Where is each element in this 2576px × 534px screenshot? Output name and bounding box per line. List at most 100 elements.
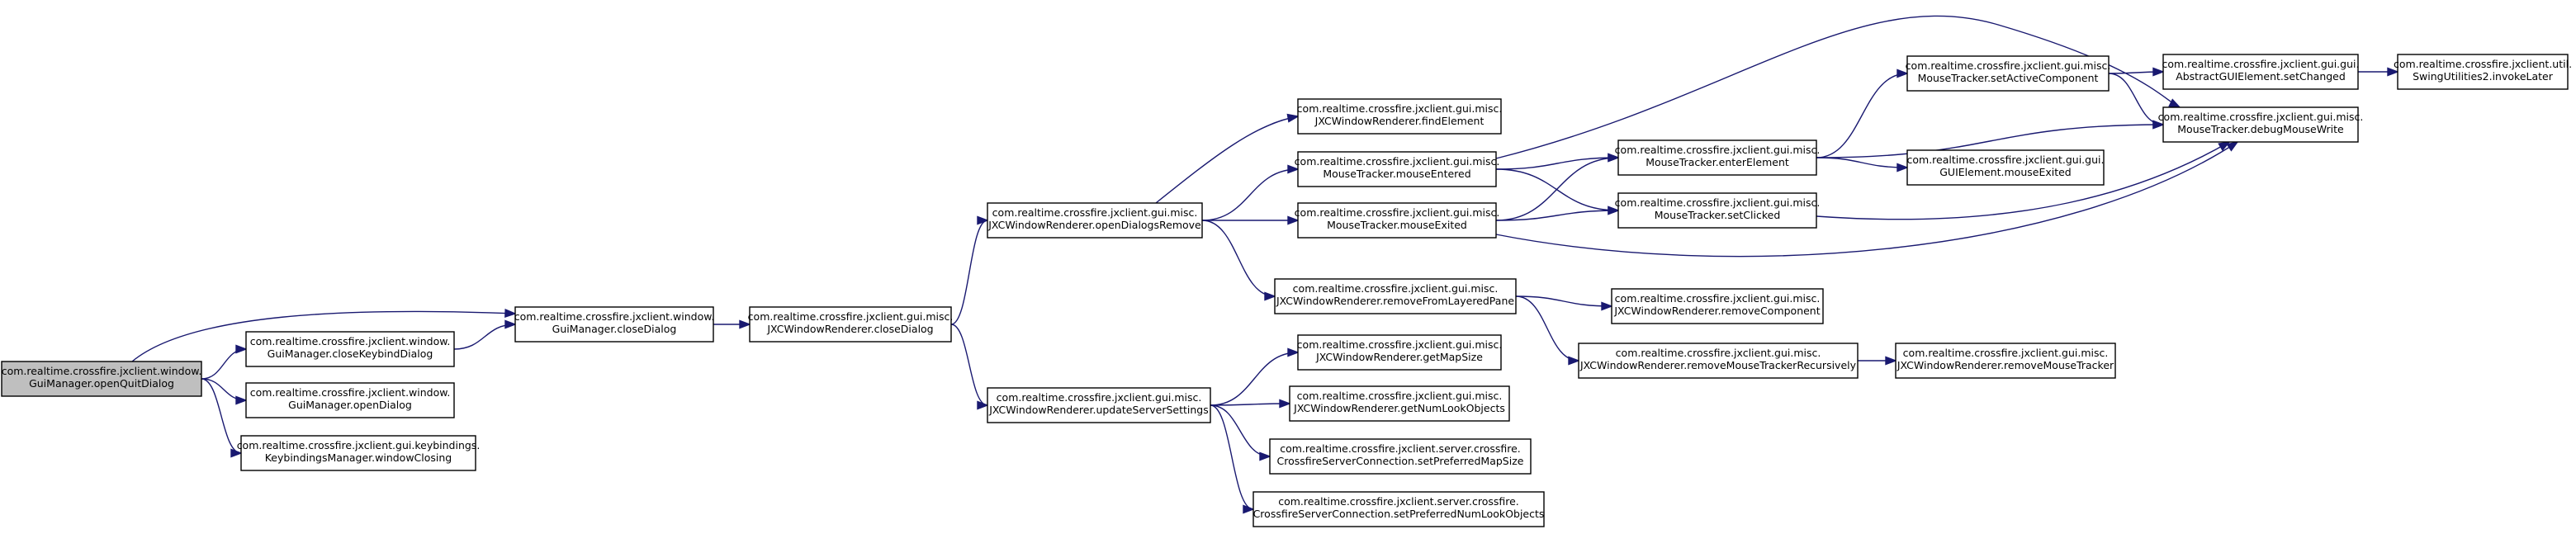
node-method-label: JXCWindowRenderer.getNumLookObjects xyxy=(1293,402,1505,414)
node-method-label: GuiManager.closeDialog xyxy=(552,323,677,335)
node-method-label: SwingUtilities2.invokeLater xyxy=(2413,70,2554,83)
node-setActiveComponent[interactable]: com.realtime.crossfire.jxclient.gui.misc… xyxy=(1906,55,2111,92)
edge-line xyxy=(1495,15,2181,159)
node-package-label: com.realtime.crossfire.jxclient.gui.misc… xyxy=(1616,347,1821,359)
edge-line xyxy=(1515,295,1612,307)
node-box xyxy=(2162,54,2359,90)
node-jxcCloseDialog[interactable]: com.realtime.crossfire.jxclient.gui.misc… xyxy=(748,306,954,343)
node-guiCloseDialog[interactable]: com.realtime.crossfire.jxclient.window.G… xyxy=(514,306,715,343)
edge-line xyxy=(201,348,247,380)
node-setClicked[interactable]: com.realtime.crossfire.jxclient.gui.misc… xyxy=(1615,192,1821,229)
edge-arrowhead xyxy=(1279,399,1291,409)
node-invokeLater[interactable]: com.realtime.crossfire.jxclient.util.Swi… xyxy=(2394,54,2572,90)
node-package-label: com.realtime.crossfire.jxclient.server.c… xyxy=(1280,442,1521,455)
edge-arrowhead xyxy=(2218,140,2231,152)
node-mouseExited[interactable]: com.realtime.crossfire.jxclient.gui.misc… xyxy=(1295,202,1500,239)
edge-mouseExited-to-setClicked xyxy=(1495,206,1620,221)
node-package-label: com.realtime.crossfire.jxclient.gui.misc… xyxy=(1297,102,1503,115)
node-box xyxy=(245,382,455,418)
edge-arrowhead xyxy=(2226,140,2239,152)
edge-line xyxy=(1495,210,1619,221)
call-graph-nodes: com.realtime.crossfire.jxclient.window.G… xyxy=(1,54,2572,527)
node-box xyxy=(1297,98,1502,135)
node-enterElement[interactable]: com.realtime.crossfire.jxclient.gui.misc… xyxy=(1615,139,1821,176)
node-box xyxy=(2162,106,2359,143)
node-openQuitDialog[interactable]: com.realtime.crossfire.jxclient.window.G… xyxy=(1,361,202,397)
node-box xyxy=(1274,278,1517,314)
edge-setClicked-to-debugMouseWrite xyxy=(1816,140,2231,220)
node-setChanged[interactable]: com.realtime.crossfire.jxclient.gui.gui.… xyxy=(2162,54,2360,90)
node-getMapSize[interactable]: com.realtime.crossfire.jxclient.gui.misc… xyxy=(1297,334,1503,371)
node-package-label: com.realtime.crossfire.jxclient.gui.misc… xyxy=(1295,206,1500,219)
node-package-label: com.realtime.crossfire.jxclient.gui.misc… xyxy=(1297,390,1503,402)
node-box xyxy=(1906,149,2105,186)
node-box xyxy=(1297,151,1497,187)
node-package-label: com.realtime.crossfire.jxclient.window. xyxy=(2,365,202,377)
edge-arrowhead xyxy=(504,319,517,329)
node-box xyxy=(1617,139,1817,176)
node-method-label: CrossfireServerConnection.setPreferredNu… xyxy=(1253,508,1545,520)
node-method-label: GuiManager.openQuitDialog xyxy=(29,377,174,390)
node-findElement[interactable]: com.realtime.crossfire.jxclient.gui.misc… xyxy=(1297,98,1503,135)
node-box xyxy=(2397,54,2569,90)
node-closeKeybindDialog[interactable]: com.realtime.crossfire.jxclient.window.G… xyxy=(245,331,455,367)
node-box xyxy=(1289,385,1510,422)
edge-setActiveComponent-to-debugMouseWrite xyxy=(2108,73,2165,130)
node-setPreferredNumLookObjects[interactable]: com.realtime.crossfire.jxclient.server.c… xyxy=(1252,491,1545,527)
node-package-label: com.realtime.crossfire.jxclient.gui.misc… xyxy=(1903,347,2109,359)
node-box xyxy=(245,331,455,367)
edge-updateServerSettings-to-getNumLookObjects xyxy=(1210,399,1291,409)
node-package-label: com.realtime.crossfire.jxclient.gui.misc… xyxy=(2158,111,2364,123)
edge-guiCloseDialog-to-jxcCloseDialog xyxy=(713,319,751,329)
edge-arrowhead xyxy=(230,448,243,458)
edge-line xyxy=(1495,157,1619,170)
edge-jxcCloseDialog-to-updateServerSettings xyxy=(950,324,989,410)
edge-enterElement-to-setActiveComponent xyxy=(1816,69,1909,158)
node-method-label: JXCWindowRenderer.updateServerSettings xyxy=(988,404,1209,416)
node-updateServerSettings[interactable]: com.realtime.crossfire.jxclient.gui.misc… xyxy=(987,387,1211,423)
edge-line xyxy=(1495,157,1619,221)
node-removeMouseTrackerRecursively[interactable]: com.realtime.crossfire.jxclient.gui.misc… xyxy=(1578,343,1859,379)
node-mouseExitedGui[interactable]: com.realtime.crossfire.jxclient.gui.gui.… xyxy=(1906,149,2105,186)
node-method-label: GUIElement.mouseExited xyxy=(1939,166,2072,178)
node-package-label: com.realtime.crossfire.jxclient.gui.misc… xyxy=(992,206,1198,219)
edge-line xyxy=(1515,295,1579,362)
edge-openQuitDialog-to-openDialog xyxy=(201,378,248,405)
edge-updateServerSettings-to-getMapSize xyxy=(1210,347,1300,406)
node-method-label: MouseTracker.setClicked xyxy=(1655,209,1781,221)
edge-line xyxy=(1210,352,1299,406)
node-removeMouseTracker[interactable]: com.realtime.crossfire.jxclient.gui.misc… xyxy=(1895,343,2116,379)
edge-arrowhead xyxy=(1885,356,1897,366)
node-package-label: com.realtime.crossfire.jxclient.gui.misc… xyxy=(1906,59,2111,72)
node-package-label: com.realtime.crossfire.jxclient.window. xyxy=(250,386,451,399)
node-openDialogsRemove[interactable]: com.realtime.crossfire.jxclient.gui.misc… xyxy=(987,202,1203,239)
node-package-label: com.realtime.crossfire.jxclient.gui.misc… xyxy=(1615,292,1821,305)
edge-updateServerSettings-to-setPreferredMapSize xyxy=(1210,404,1271,461)
edge-removeFromLayeredPane-to-removeComponent xyxy=(1515,295,1613,311)
node-debugMouseWrite[interactable]: com.realtime.crossfire.jxclient.gui.misc… xyxy=(2158,106,2364,143)
edge-arrowhead xyxy=(504,308,517,319)
edge-arrowhead xyxy=(1601,301,1613,311)
node-removeFromLayeredPane[interactable]: com.realtime.crossfire.jxclient.gui.misc… xyxy=(1274,278,1517,314)
node-package-label: com.realtime.crossfire.jxclient.gui.misc… xyxy=(748,310,954,323)
edge-openDialogsRemove-to-removeFromLayeredPane xyxy=(1201,220,1276,301)
node-method-label: AbstractGUIElement.setChanged xyxy=(2176,70,2346,83)
node-openDialog[interactable]: com.realtime.crossfire.jxclient.window.G… xyxy=(245,382,455,418)
edge-arrowhead xyxy=(1896,163,1909,172)
edge-mouseExited-to-enterElement xyxy=(1495,153,1620,221)
node-mouseEntered[interactable]: com.realtime.crossfire.jxclient.gui.misc… xyxy=(1295,151,1500,187)
edge-arrowhead xyxy=(739,319,751,329)
node-package-label: com.realtime.crossfire.jxclient.gui.misc… xyxy=(1293,282,1499,295)
node-method-label: JXCWindowRenderer.removeFromLayeredPane xyxy=(1276,295,1514,307)
node-method-label: GuiManager.openDialog xyxy=(288,399,412,411)
edge-line xyxy=(1201,220,1276,297)
node-windowClosing[interactable]: com.realtime.crossfire.jxclient.gui.keyb… xyxy=(237,435,481,471)
edge-line xyxy=(1816,157,1908,168)
edge-line xyxy=(1816,73,1908,158)
node-setPreferredMapSize[interactable]: com.realtime.crossfire.jxclient.server.c… xyxy=(1269,438,1532,475)
node-box xyxy=(987,387,1211,423)
node-box xyxy=(1578,343,1859,379)
node-box xyxy=(1297,202,1497,239)
node-removeComponent[interactable]: com.realtime.crossfire.jxclient.gui.misc… xyxy=(1611,288,1824,324)
node-getNumLookObjects[interactable]: com.realtime.crossfire.jxclient.gui.misc… xyxy=(1289,385,1510,422)
